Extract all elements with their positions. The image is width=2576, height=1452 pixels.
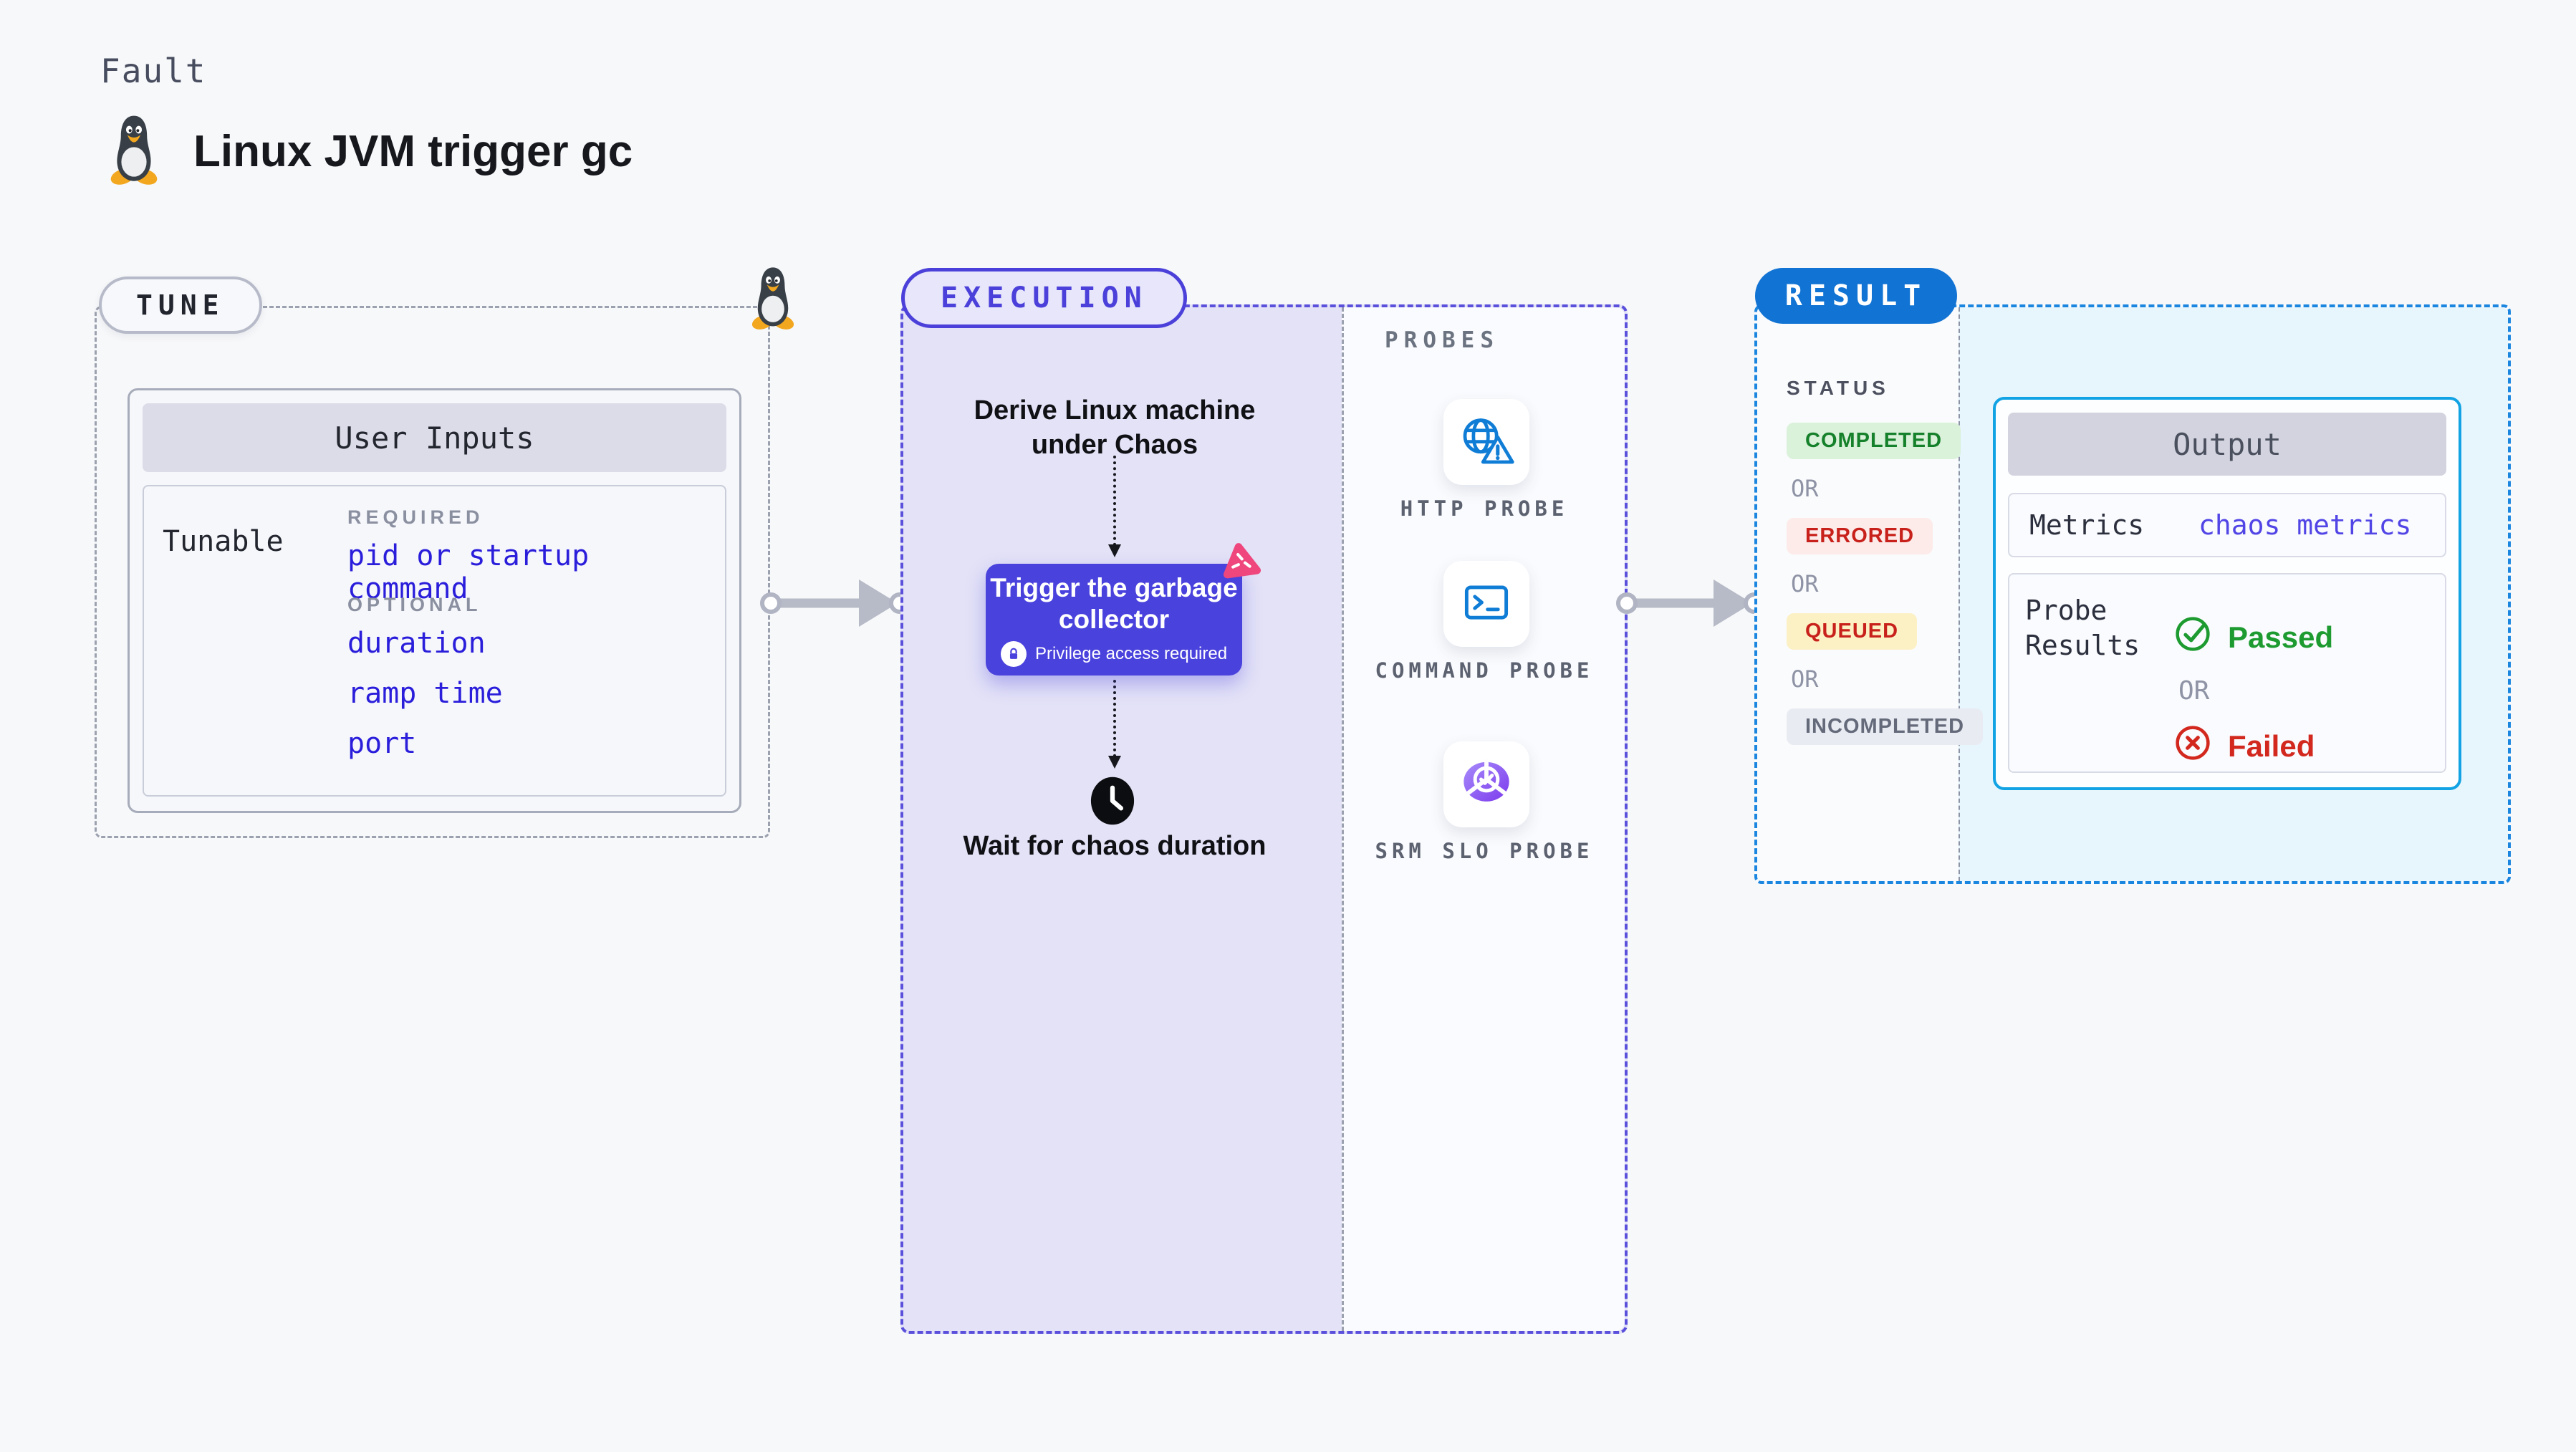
tune-section [95, 306, 770, 838]
derive-step-label: Derive Linux machine under Chaos [974, 395, 1256, 460]
tune-stage-pill: TUNE [99, 277, 262, 334]
srm-slo-probe-label: SRM SLO PROBE [1375, 839, 1594, 863]
status-badge-incompleted: INCOMPLETED [1787, 708, 1984, 745]
result-stage-pill: RESULT [1755, 268, 1957, 324]
lock-icon [1000, 640, 1027, 667]
optional-label: OPTIONAL [347, 594, 482, 615]
param-ramp-time: ramp time [347, 677, 503, 710]
tux-mini-icon [748, 265, 798, 334]
http-probe-label: HTTP PROBE [1400, 496, 1569, 521]
dotted-arrow-down-icon [1108, 680, 1121, 769]
dotted-arrow-down-icon [1108, 456, 1121, 557]
failed-label: Failed [2228, 729, 2315, 763]
title-row: Linux JVM trigger gc [106, 113, 633, 189]
globe-alert-icon [1457, 413, 1516, 471]
tux-linux-icon [106, 113, 162, 189]
execution-section: PROBES HTTP PROBE [900, 304, 1628, 1334]
status-badge-completed: COMPLETED [1787, 423, 1961, 459]
tunable-row-label: Tunable [163, 525, 284, 558]
required-label: REQUIRED [347, 506, 484, 528]
probes-panel: PROBES HTTP PROBE [1342, 307, 1625, 1331]
param-port: port [347, 727, 417, 760]
trigger-gc-node: Trigger the garbage collector Privilege … [986, 564, 1242, 675]
passed-row: Passed [2173, 615, 2333, 660]
trigger-gc-label: Trigger the garbage collector [990, 573, 1238, 634]
status-badge-errored: ERRORED [1787, 518, 1933, 554]
result-section: STATUS COMPLETED OR ERRORED OR QUEUED OR… [1754, 304, 2511, 884]
status-badge-queued: QUEUED [1787, 613, 1918, 650]
user-inputs-header: User Inputs [143, 403, 726, 472]
arrow-execution-to-result-icon [1616, 580, 1765, 627]
param-pid-or-startup-command: pid or startup command [347, 539, 590, 605]
probe-results-label: Probe Results [2025, 595, 2140, 662]
user-inputs-body: Tunable REQUIRED pid or startup command … [143, 485, 726, 797]
or-separator: OR [2178, 676, 2210, 706]
failed-row: Failed [2173, 723, 2315, 769]
http-probe-card [1443, 399, 1529, 485]
user-inputs-card: User Inputs Tunable REQUIRED pid or star… [128, 388, 741, 813]
wait-step-label: Wait for chaos duration [963, 831, 1267, 861]
terminal-icon [1458, 574, 1514, 633]
output-card: Output Metrics chaos metrics Probe Resul… [1993, 397, 2461, 790]
or-separator: OR [1791, 665, 1819, 693]
slo-donut-check-icon [1458, 754, 1515, 814]
privilege-label: Privilege access required [1034, 643, 1228, 663]
passed-label: Passed [2228, 620, 2334, 654]
srm-slo-probe-card [1443, 741, 1529, 827]
status-label: STATUS [1787, 377, 1890, 399]
output-header: Output [2008, 413, 2446, 476]
param-duration: duration [347, 627, 486, 660]
check-circle-icon [2173, 615, 2212, 660]
or-separator: OR [1791, 570, 1819, 597]
execution-stage-pill: EXECUTION [901, 268, 1187, 328]
command-probe-label: COMMAND PROBE [1375, 658, 1594, 683]
chaos-fault-logo-icon [1218, 538, 1264, 586]
x-circle-icon [2173, 723, 2212, 769]
metrics-row: Metrics chaos metrics [2008, 493, 2446, 557]
clock-icon [1085, 772, 1140, 832]
metrics-label: Metrics [2029, 509, 2145, 541]
privilege-row: Privilege access required [1000, 640, 1228, 667]
or-separator: OR [1791, 475, 1819, 502]
command-probe-card [1443, 561, 1529, 647]
metrics-value: chaos metrics [2198, 509, 2412, 541]
status-column: STATUS COMPLETED OR ERRORED OR QUEUED OR… [1787, 377, 1984, 761]
fault-kicker: Fault [100, 52, 207, 90]
page-title: Linux JVM trigger gc [193, 126, 633, 176]
probe-results-row: Probe Results Passed OR [2008, 573, 2446, 773]
arrow-tune-to-execution-icon [760, 580, 910, 627]
probes-label: PROBES [1385, 327, 1499, 353]
